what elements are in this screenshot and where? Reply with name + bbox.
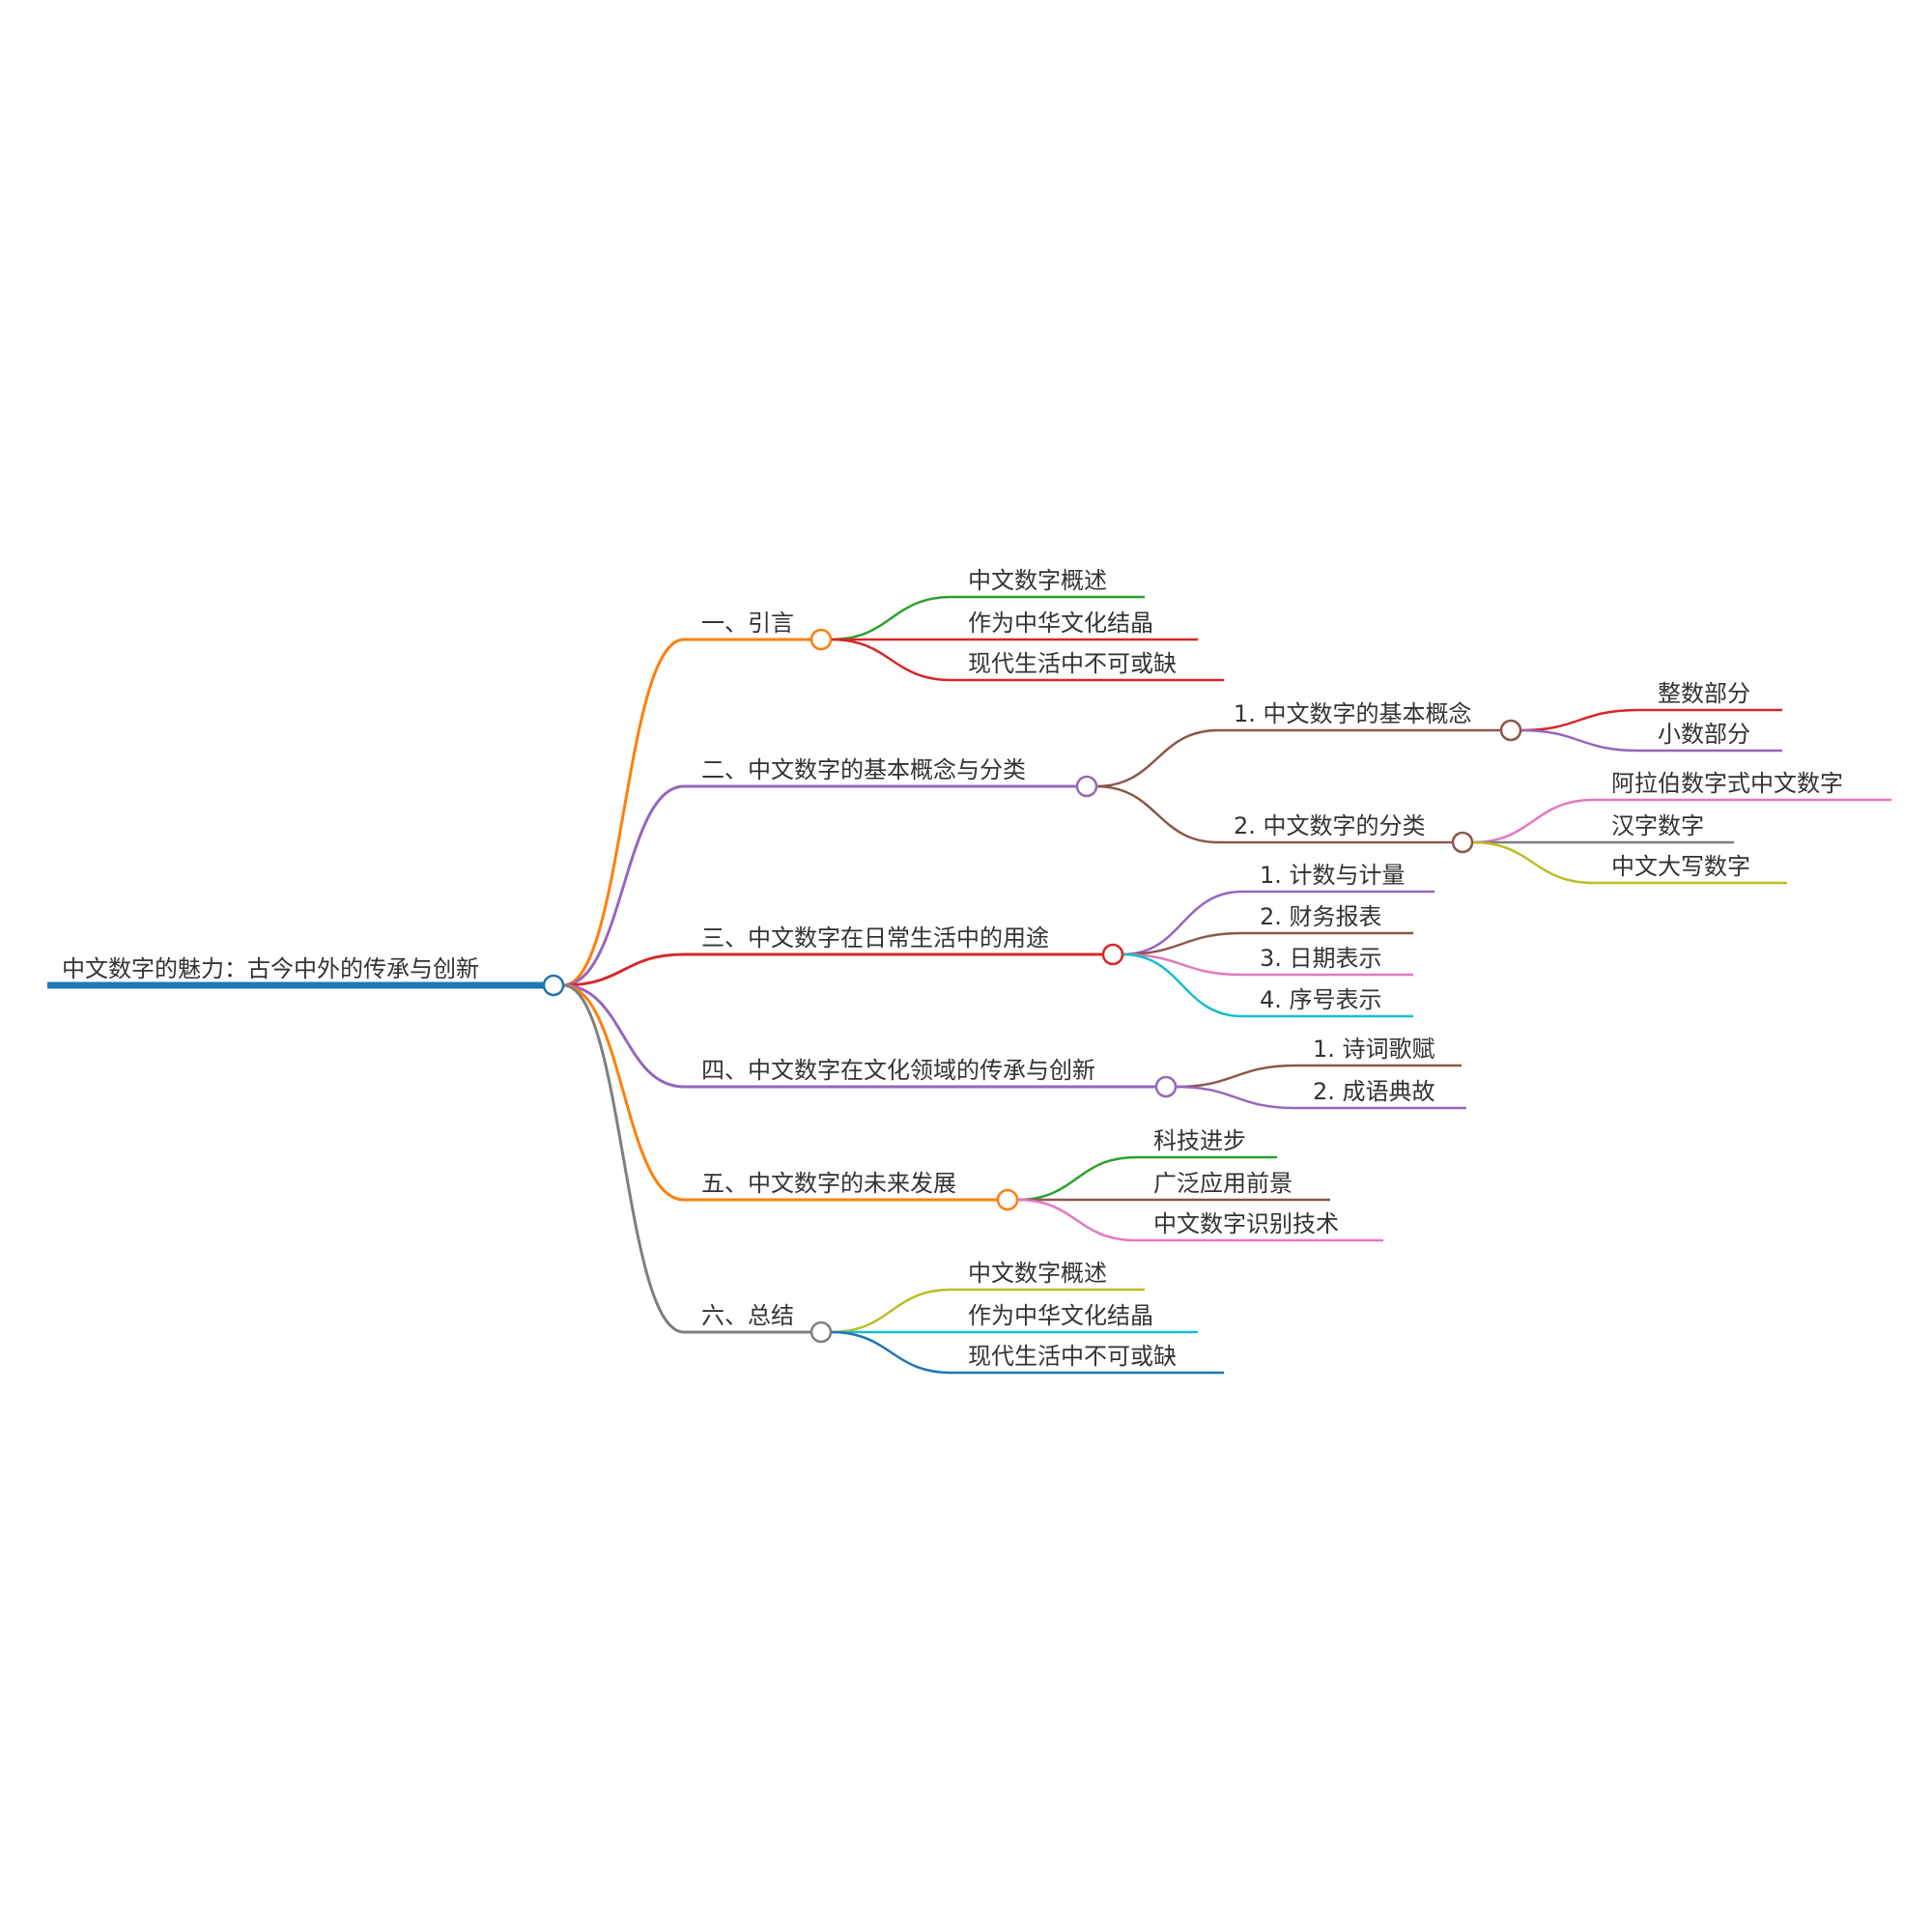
leaf-node[interactable]: 中文数字识别技术 <box>1153 1210 1339 1237</box>
topic-node[interactable]: 四、中文数字在文化领域的传承与创新 <box>701 1057 1095 1084</box>
leaf-node[interactable]: 作为中华文化结晶 <box>968 610 1153 637</box>
edge-connector <box>1520 708 1639 732</box>
edge-connector <box>830 595 952 641</box>
edge-connector <box>1095 728 1219 788</box>
leaf-node[interactable]: 广泛应用前景 <box>1153 1170 1293 1197</box>
topic-node[interactable]: 二、中文数字的基本概念与分类 <box>701 756 1026 783</box>
edge-connector <box>830 1288 952 1334</box>
edge-connector <box>1471 798 1595 844</box>
leaf-node[interactable]: 小数部分 <box>1658 721 1750 748</box>
edge-connector <box>1175 1064 1296 1089</box>
collapse-toggle-circle[interactable] <box>996 1188 1019 1211</box>
edge-connector <box>562 983 685 1202</box>
collapse-toggle-circle[interactable] <box>810 1321 833 1344</box>
topic-node[interactable]: 2. 中文数字的分类 <box>1234 812 1426 839</box>
root-topic[interactable]: 中文数字的魅力：古今中外的传承与创新 <box>62 955 479 982</box>
edge-connector <box>1175 1085 1296 1110</box>
topic-node[interactable]: 一、引言 <box>701 610 794 637</box>
collapse-toggle-circle[interactable] <box>810 628 833 651</box>
leaf-node[interactable]: 4. 序号表示 <box>1260 986 1382 1013</box>
edge-connector <box>1122 952 1243 1018</box>
topic-node[interactable]: 三、中文数字在日常生活中的用途 <box>701 924 1049 952</box>
edge-connector <box>1520 728 1639 753</box>
edge-connector <box>1016 1198 1137 1242</box>
collapse-toggle-circle[interactable] <box>1075 775 1098 798</box>
leaf-node[interactable]: 1. 计数与计量 <box>1260 862 1406 889</box>
leaf-node[interactable]: 2. 财务报表 <box>1260 903 1382 930</box>
leaf-node[interactable]: 阿拉伯数字式中文数字 <box>1611 770 1843 797</box>
edge-connector <box>1095 784 1219 844</box>
leaf-node[interactable]: 作为中华文化结晶 <box>968 1302 1153 1329</box>
edge-connector <box>1016 1155 1137 1202</box>
edge-connector <box>562 638 685 987</box>
leaf-node[interactable]: 现代生活中不可或缺 <box>968 1343 1177 1370</box>
collapse-toggle-circle[interactable] <box>1154 1075 1178 1098</box>
collapse-toggle-circle[interactable] <box>1101 943 1124 966</box>
leaf-node[interactable]: 现代生活中不可或缺 <box>968 650 1177 677</box>
edge-connector <box>1122 952 1243 977</box>
edge-connector <box>830 1330 952 1375</box>
leaf-node[interactable]: 中文数字概述 <box>968 1260 1107 1287</box>
collapse-toggle-circle[interactable] <box>1451 831 1474 854</box>
edge-connector <box>1122 931 1243 956</box>
topic-node[interactable]: 五、中文数字的未来发展 <box>701 1170 956 1197</box>
leaf-node[interactable]: 中文数字概述 <box>968 567 1107 594</box>
collapse-toggle-circle[interactable] <box>542 974 565 997</box>
edge-connector <box>562 952 685 987</box>
leaf-node[interactable]: 1. 诗词歌赋 <box>1313 1036 1435 1063</box>
collapse-toggle-circle[interactable] <box>1499 719 1522 742</box>
leaf-node[interactable]: 汉字数字 <box>1611 812 1704 839</box>
leaf-node[interactable]: 科技进步 <box>1153 1127 1246 1154</box>
edge-connector <box>562 983 685 1334</box>
leaf-node[interactable]: 3. 日期表示 <box>1260 945 1382 972</box>
topic-node[interactable]: 1. 中文数字的基本概念 <box>1234 700 1472 727</box>
topic-node[interactable]: 六、总结 <box>701 1302 794 1329</box>
leaf-node[interactable]: 2. 成语典故 <box>1313 1078 1435 1105</box>
edge-connector <box>1122 890 1243 956</box>
edge-connector <box>562 784 685 987</box>
edge-connector <box>830 638 952 682</box>
leaf-node[interactable]: 中文大写数字 <box>1611 853 1750 880</box>
edge-connector <box>562 983 685 1089</box>
leaf-node[interactable]: 整数部分 <box>1658 680 1750 707</box>
edge-connector <box>1471 840 1595 885</box>
